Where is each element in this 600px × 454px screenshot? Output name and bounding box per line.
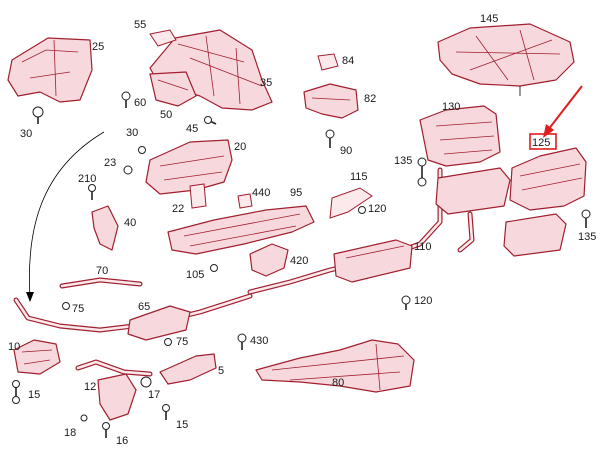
label-75a: 75 xyxy=(72,303,84,315)
rear-muffler-right xyxy=(503,213,567,257)
heat-shield-20 xyxy=(145,139,233,195)
bolt-90 xyxy=(325,129,335,148)
bolt-75-bottom xyxy=(164,338,172,346)
label-45: 45 xyxy=(186,123,198,135)
label-30a: 30 xyxy=(20,128,32,140)
bolt-15-right xyxy=(162,404,170,420)
label-40: 40 xyxy=(124,217,136,229)
label-10: 10 xyxy=(8,341,20,353)
bolt-15-left xyxy=(12,380,20,404)
bolt-135-top xyxy=(417,157,427,187)
rod-70 xyxy=(59,277,143,289)
label-20: 20 xyxy=(234,141,246,153)
label-60: 60 xyxy=(134,97,146,109)
label-110: 110 xyxy=(414,241,432,253)
label-16: 16 xyxy=(116,435,128,447)
heat-shield-145 xyxy=(437,23,575,96)
label-105: 105 xyxy=(186,269,204,281)
label-70: 70 xyxy=(96,265,108,277)
label-23: 23 xyxy=(104,157,116,169)
heat-shield-95 xyxy=(167,205,315,255)
label-12: 12 xyxy=(84,381,96,393)
label-82: 82 xyxy=(364,93,376,105)
label-115: 115 xyxy=(350,171,368,183)
label-35: 35 xyxy=(260,77,272,89)
label-135a: 135 xyxy=(394,155,412,167)
bolt-18 xyxy=(80,414,88,422)
clip-84 xyxy=(317,53,339,71)
bolt-75-top xyxy=(62,302,70,310)
label-65: 65 xyxy=(138,301,150,313)
label-15a: 15 xyxy=(28,389,40,401)
bolt-135-right xyxy=(581,209,591,228)
catalytic-converter-10 xyxy=(13,339,61,375)
label-55: 55 xyxy=(134,19,146,31)
bracket-40 xyxy=(91,205,119,251)
bracket-22 xyxy=(189,183,207,209)
label-210: 210 xyxy=(78,173,96,185)
label-95: 95 xyxy=(290,187,302,199)
label-30b: 30 xyxy=(126,127,138,139)
bolt-30-center xyxy=(138,146,146,154)
label-90: 90 xyxy=(340,145,352,157)
label-50: 50 xyxy=(160,109,172,121)
rear-muffler-left xyxy=(435,167,511,215)
label-130: 130 xyxy=(442,101,460,113)
heat-shield-82 xyxy=(303,83,359,119)
label-440: 440 xyxy=(252,187,270,199)
heat-shield-50 xyxy=(149,71,197,107)
front-pipe-12 xyxy=(75,359,153,421)
label-145: 145 xyxy=(480,13,498,25)
label-125: 125 xyxy=(532,137,550,149)
bolt-120-top xyxy=(358,206,366,214)
bolt-430 xyxy=(237,333,247,350)
label-430: 430 xyxy=(250,335,268,347)
bolt-105 xyxy=(210,264,218,272)
label-84: 84 xyxy=(342,55,354,67)
label-15b: 15 xyxy=(176,419,188,431)
label-18: 18 xyxy=(64,427,76,439)
bolt-45 xyxy=(204,116,217,125)
bolt-210 xyxy=(88,184,96,200)
pipe-5 xyxy=(159,353,217,385)
highlight-arrow xyxy=(543,85,583,138)
label-25: 25 xyxy=(92,41,104,53)
bolt-60 xyxy=(121,91,131,108)
bolt-23 xyxy=(123,165,133,175)
label-80: 80 xyxy=(332,377,344,389)
label-5: 5 xyxy=(218,365,224,377)
heat-shield-25 xyxy=(7,37,93,103)
bolt-30-left xyxy=(32,106,44,124)
label-22: 22 xyxy=(172,203,184,215)
label-135b: 135 xyxy=(578,231,596,243)
label-17: 17 xyxy=(148,389,160,401)
highlight-box-125 xyxy=(529,133,557,150)
front-pipe-65 xyxy=(13,293,253,341)
center-muffler-110 xyxy=(333,239,413,283)
bracket-55 xyxy=(149,29,177,47)
label-75b: 75 xyxy=(176,336,188,348)
label-420: 420 xyxy=(290,255,308,267)
clip-440 xyxy=(237,193,253,209)
part-labels: 55 25 145 84 35 60 50 82 30 130 45 30 90… xyxy=(8,13,596,447)
bracket-115 xyxy=(329,187,373,219)
bolt-16 xyxy=(102,422,110,438)
clamp-17 xyxy=(140,376,152,388)
label-120b: 120 xyxy=(414,295,432,307)
heat-shield-420 xyxy=(249,243,289,277)
heat-shield-125 xyxy=(509,147,587,211)
assembly-arrow xyxy=(26,131,105,302)
heat-shield-130 xyxy=(419,105,501,167)
underbody-panel-80 xyxy=(255,339,415,393)
label-120a: 120 xyxy=(368,203,386,215)
bolt-120-bottom xyxy=(401,295,411,310)
